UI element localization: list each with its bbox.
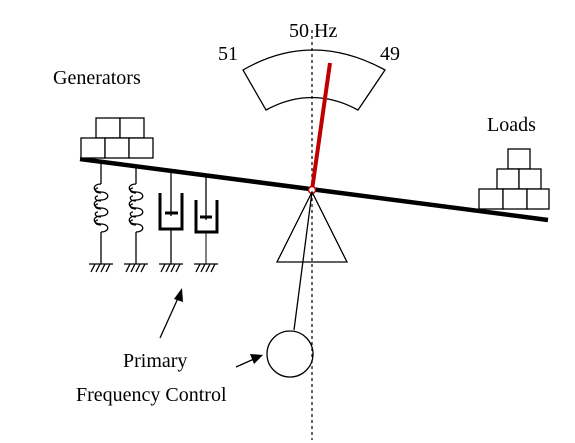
- generators-label: Generators: [53, 67, 141, 89]
- pendulum-bob: [266, 330, 314, 378]
- ground-icon: [124, 263, 148, 273]
- arrow-to-pendulum: [235, 354, 263, 368]
- ground-icon: [159, 263, 183, 273]
- damper-icon: [158, 170, 184, 264]
- ground-icon: [194, 263, 218, 273]
- spring-icon: [93, 162, 109, 264]
- control-label-line2: Frequency Control: [76, 384, 227, 406]
- ground-icon: [89, 263, 113, 273]
- generator-blocks: [80, 117, 154, 159]
- frequency-meter-dial: [242, 49, 386, 111]
- loads-label: Loads: [487, 114, 536, 136]
- meter-label-49: 49: [380, 43, 400, 65]
- spring-icon: [128, 166, 144, 264]
- damper-icon: [194, 175, 219, 264]
- pendulum-rod: [293, 191, 313, 331]
- meter-label-51: 51: [218, 43, 238, 65]
- frequency-needle: [310, 62, 332, 191]
- meter-label-50hz: 50 Hz: [289, 20, 337, 42]
- control-label-line1: Primary: [123, 350, 187, 372]
- arrow-to-dampers: [159, 288, 183, 339]
- load-blocks: [478, 148, 550, 210]
- fulcrum-triangle: [275, 190, 349, 263]
